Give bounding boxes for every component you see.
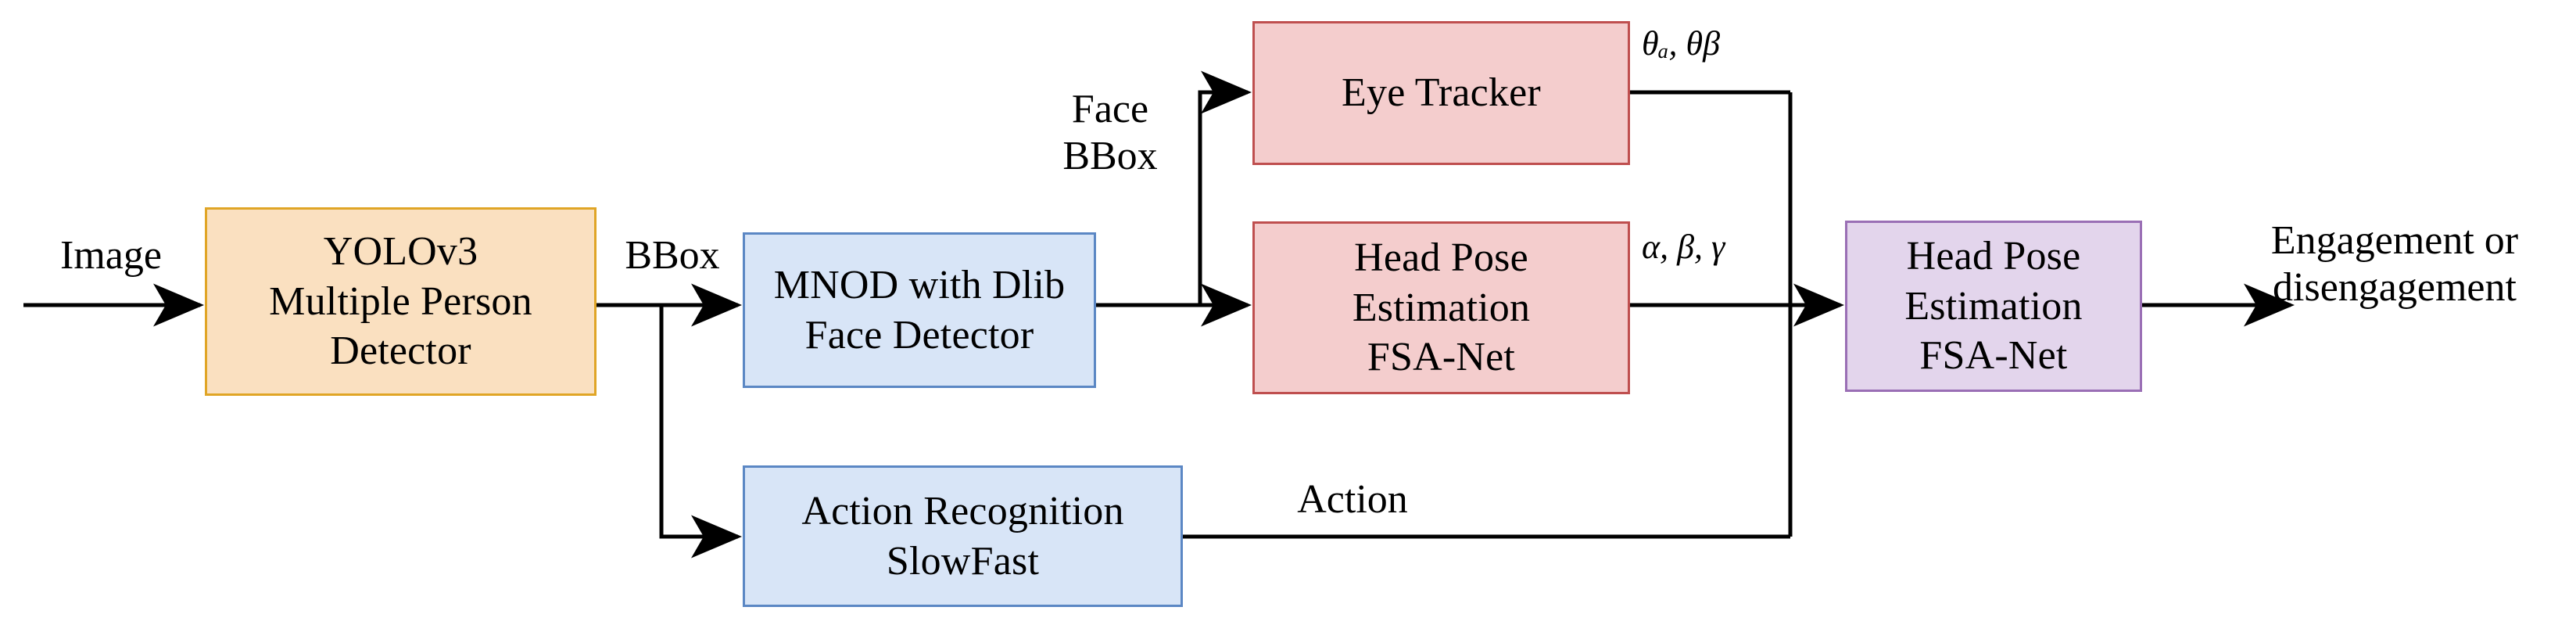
edge-label-line: Engagement or: [2270, 218, 2519, 263]
edge-label-face-bbox: Face BBox: [1024, 86, 1196, 181]
edge-label-action: Action: [1251, 476, 1454, 523]
node-eye-tracker[interactable]: Eye Tracker: [1252, 21, 1630, 165]
node-line: MNOD with Dlib: [773, 263, 1066, 308]
edge-label-line: BBox: [625, 233, 720, 278]
node-head-pose-estimation-fsa-net[interactable]: Head Pose Estimation FSA-Net: [1252, 221, 1630, 394]
edge-label-line: Image: [60, 233, 162, 278]
node-line: YOLOv3: [323, 229, 478, 275]
node-line: Eye Tracker: [1342, 70, 1541, 116]
node-head-pose-estimation-fsa-net-final[interactable]: Head Pose Estimation FSA-Net: [1845, 221, 2142, 392]
node-line: Head Pose: [1354, 235, 1528, 281]
node-line: Estimation: [1352, 285, 1531, 330]
edge-label-line: BBox: [1062, 134, 1158, 179]
edge-label-alpha-beta-gamma: α, β, γ: [1642, 228, 1725, 266]
edge-label-line: disengagement: [2273, 265, 2517, 311]
connector-mnod-to-eye-tracker: [1198, 70, 1252, 305]
node-line: Head Pose: [1906, 234, 2081, 279]
node-yolov3-multiple-person-detector[interactable]: YOLOv3 Multiple Person Detector: [205, 207, 597, 396]
edge-label-bbox: BBox: [602, 232, 743, 279]
node-line: SlowFast: [886, 538, 1040, 584]
connector-yolov3-to-action-recognition: [659, 305, 742, 559]
node-line: Face Detector: [804, 312, 1034, 357]
node-mnod-dlib-face-detector[interactable]: MNOD with Dlib Face Detector: [743, 232, 1096, 388]
node-line: FSA-Net: [1919, 333, 2068, 379]
node-line: Estimation: [1904, 283, 2083, 329]
node-line: Detector: [330, 329, 471, 374]
node-line: Action Recognition: [801, 489, 1124, 534]
edge-label-output: Engagement or disengagement: [2211, 217, 2576, 312]
edge-label-line: Face: [1071, 87, 1149, 131]
node-line: FSA-Net: [1367, 335, 1516, 380]
edge-label-theta-alpha-beta: θₐ, θβ: [1642, 24, 1721, 63]
node-line: Multiple Person: [269, 278, 532, 324]
edge-label-image: Image: [17, 232, 205, 279]
node-action-recognition-slowfast[interactable]: Action Recognition SlowFast: [743, 465, 1183, 607]
edge-label-line: Action: [1297, 477, 1408, 522]
